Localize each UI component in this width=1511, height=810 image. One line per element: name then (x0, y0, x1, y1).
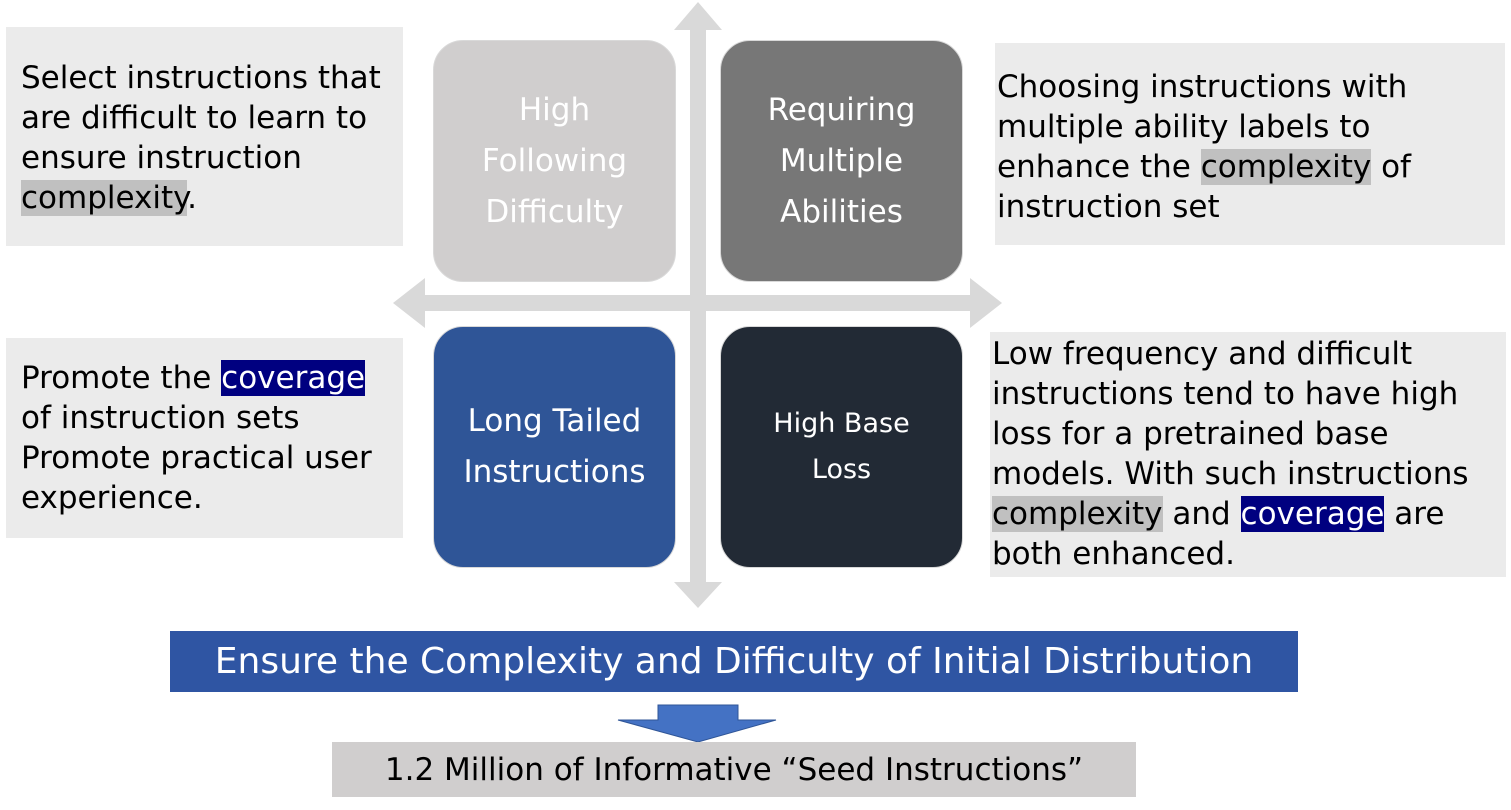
result-seed-instructions: 1.2 Million of Informative “Seed Instruc… (332, 742, 1136, 797)
quadrant-long-tailed-instructions: Long Tailed Instructions (433, 326, 676, 568)
note-line: Promote the coverage (21, 358, 395, 398)
note-text: Select instructions that are difficult t… (21, 60, 381, 176)
highlight-coverage: coverage (221, 360, 366, 396)
down-arrow-icon (617, 704, 777, 743)
note-top-left: Select instructions that are difficult t… (6, 27, 403, 246)
note-top-right: Choosing instructions with multiple abil… (995, 43, 1505, 245)
note-bottom-left: Promote the coverage of instruction sets… (6, 338, 403, 538)
horizontal-axis-arrow (393, 278, 1002, 328)
note-text: and (1162, 496, 1241, 532)
highlight-complexity: complexity (1200, 149, 1372, 185)
banner-text: Ensure the Complexity and Difficulty of … (214, 641, 1254, 682)
note-text: Low frequency and difficult instructions… (992, 336, 1469, 492)
quadrant-high-base-loss: High Base Loss (720, 326, 963, 568)
note-text: . (187, 180, 197, 216)
quadrant-label: Requiring Multiple Abilities (767, 91, 916, 230)
result-text: 1.2 Million of Informative “Seed Instruc… (384, 751, 1084, 788)
banner-ensure-complexity: Ensure the Complexity and Difficulty of … (170, 631, 1298, 692)
quadrant-label: High Following Difficulty (481, 91, 628, 230)
quadrant-label: Long Tailed Instructions (463, 403, 646, 490)
quadrant-high-following-difficulty: High Following Difficulty (433, 40, 676, 282)
note-line: of instruction sets (21, 400, 300, 436)
note-line: Promote practical user experience. (21, 440, 372, 516)
quadrant-label: High Base Loss (773, 408, 910, 485)
highlight-coverage: coverage (1240, 496, 1385, 532)
highlight-complexity: complexity (992, 496, 1163, 532)
note-bottom-right: Low frequency and difficult instructions… (990, 332, 1506, 577)
note-text: are both enhanced. (992, 496, 1445, 572)
note-text: Choosing instructions with multiple abil… (997, 69, 1408, 185)
highlight-complexity: complexity (21, 180, 188, 216)
quadrant-requiring-multiple-abilities: Requiring Multiple Abilities (720, 40, 963, 282)
note-text: Promote the (21, 360, 222, 396)
note-text: of instruction set (997, 149, 1411, 225)
